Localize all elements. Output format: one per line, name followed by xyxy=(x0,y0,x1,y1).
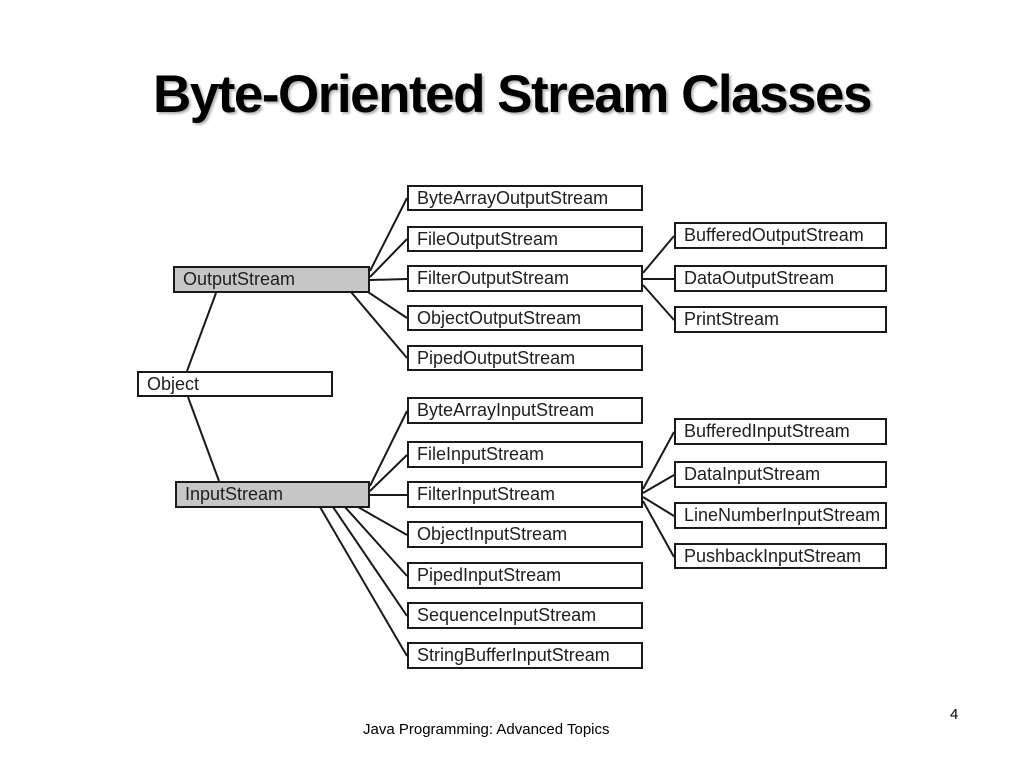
edge-filterinput-data xyxy=(642,474,675,494)
edge-inputstream-sequence xyxy=(332,506,408,617)
edge-inputstream-stringbuffer xyxy=(319,506,408,657)
node-pipedinputstream: PipedInputStream xyxy=(407,562,643,589)
node-bytearrayinputstream: ByteArrayInputStream xyxy=(407,397,643,424)
edge-outputstream-piped xyxy=(350,291,408,359)
node-fileinputstream: FileInputStream xyxy=(407,441,643,468)
node-inputstream: InputStream xyxy=(175,481,370,508)
node-datainputstream: DataInputStream xyxy=(674,461,887,488)
edge-outputstream-bytearray xyxy=(369,197,408,272)
edge-outputstream-filter xyxy=(369,278,408,281)
edge-inputstream-bytearray xyxy=(369,410,408,487)
node-outputstream: OutputStream xyxy=(173,266,370,293)
node-filteroutputstream: FilterOutputStream xyxy=(407,265,643,292)
node-sequenceinputstream: SequenceInputStream xyxy=(407,602,643,629)
node-fileoutputstream: FileOutputStream xyxy=(407,226,643,252)
node-linenumberinputstream: LineNumberInputStream xyxy=(674,502,887,529)
node-printstream: PrintStream xyxy=(674,306,887,333)
edge-outputstream-object xyxy=(367,291,408,319)
edge-object-outputstream xyxy=(186,292,217,372)
edge-filteroutput-buffered xyxy=(642,235,675,274)
edge-object-inputstream xyxy=(187,396,220,482)
node-object: Object xyxy=(137,371,333,397)
node-pushbackinputstream: PushbackInputStream xyxy=(674,543,887,569)
edge-filterinput-pushback xyxy=(642,500,675,558)
slide-footer: Java Programming: Advanced Topics xyxy=(363,721,610,738)
edge-inputstream-file xyxy=(369,454,408,492)
node-objectoutputstream: ObjectOutputStream xyxy=(407,305,643,331)
node-dataoutputstream: DataOutputStream xyxy=(674,265,887,292)
edge-outputstream-file xyxy=(369,238,408,278)
page-number: 4 xyxy=(950,706,959,723)
node-pipedoutputstream: PipedOutputStream xyxy=(407,345,643,371)
edge-filterinput-linenumber xyxy=(642,496,675,517)
edge-filteroutput-print xyxy=(642,284,675,321)
edge-inputstream-object xyxy=(357,506,408,536)
node-objectinputstream: ObjectInputStream xyxy=(407,521,643,548)
edge-inputstream-piped xyxy=(344,506,408,577)
node-bufferedoutputstream: BufferedOutputStream xyxy=(674,222,887,249)
node-stringbufferinputstream: StringBufferInputStream xyxy=(407,642,643,669)
page-title: Byte-Oriented Stream Classes xyxy=(153,65,873,124)
edge-filterinput-buffered xyxy=(642,431,675,490)
node-filterinputstream: FilterInputStream xyxy=(407,481,643,508)
node-bufferedinputstream: BufferedInputStream xyxy=(674,418,887,445)
node-bytearrayoutputstream: ByteArrayOutputStream xyxy=(407,185,643,211)
